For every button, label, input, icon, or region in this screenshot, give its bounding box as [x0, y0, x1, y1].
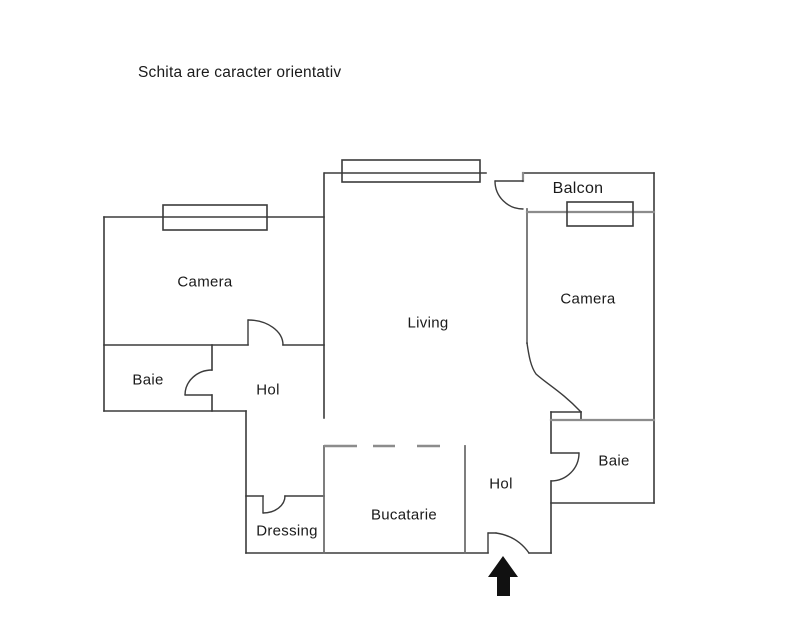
door-baie-right-icon	[550, 452, 580, 482]
window-icons	[162, 159, 634, 231]
door-dressing-icon	[262, 495, 286, 514]
room-label-balcon: Balcon	[552, 180, 604, 197]
room-label-living: Living	[407, 314, 449, 332]
room-label-camera-right: Camera	[560, 290, 616, 308]
interior-partitions	[323, 208, 528, 554]
door-balcon-icon	[494, 180, 524, 210]
room-label-baie-left: Baie	[132, 371, 164, 389]
room-label-camera-left: Camera	[177, 273, 233, 291]
door-entrance-icon	[487, 532, 530, 554]
room-label-hol-upper: Hol	[256, 381, 280, 399]
room-label-bucatarie: Bucatarie	[370, 506, 438, 524]
window-camera-left-icon	[162, 204, 268, 231]
door-camera-right-icon	[526, 342, 582, 413]
room-label-dressing: Dressing	[256, 522, 318, 540]
walls	[103, 172, 655, 554]
plan-disclaimer-title: Schita are caracter orientativ	[138, 64, 342, 81]
room-label-baie-right: Baie	[598, 452, 630, 470]
door-icons	[184, 180, 582, 554]
door-baie-left-icon	[184, 369, 213, 396]
door-camera-left-icon	[247, 319, 284, 346]
window-balcon-icon	[566, 201, 634, 227]
window-living-icon	[341, 159, 481, 183]
room-label-hol-lower: Hol	[489, 475, 513, 493]
entrance-arrow-icon	[488, 556, 518, 596]
